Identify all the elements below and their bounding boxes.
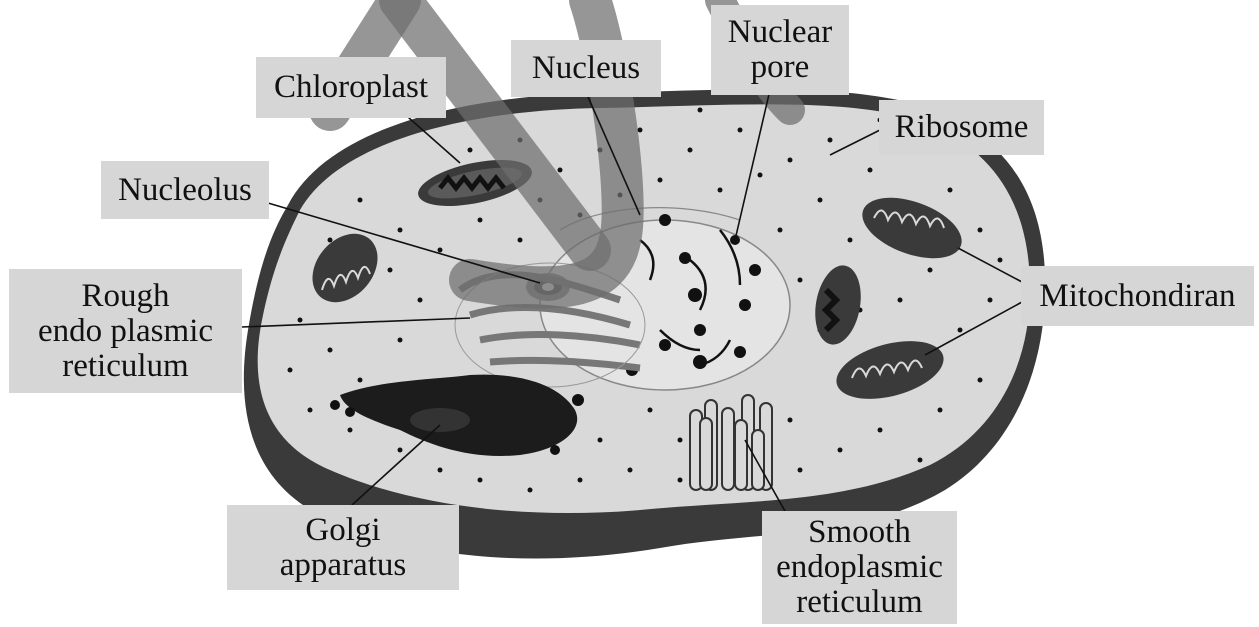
label-golgi: Golgi apparatus	[227, 505, 459, 590]
label-ribosome: Ribosome	[879, 100, 1044, 155]
label-nucleolus: Nucleolus	[101, 161, 269, 219]
label-nuclear-pore: Nuclear pore	[711, 5, 849, 95]
label-nucleus: Nucleus	[511, 40, 661, 97]
label-mitochondrion: Mitochondiran	[1021, 266, 1254, 326]
label-rough-er: Rough endo plasmic reticulum	[9, 269, 242, 393]
label-smooth-er: Smooth endoplasmic reticulum	[762, 511, 957, 624]
label-chloroplast: Chloroplast	[256, 57, 446, 118]
